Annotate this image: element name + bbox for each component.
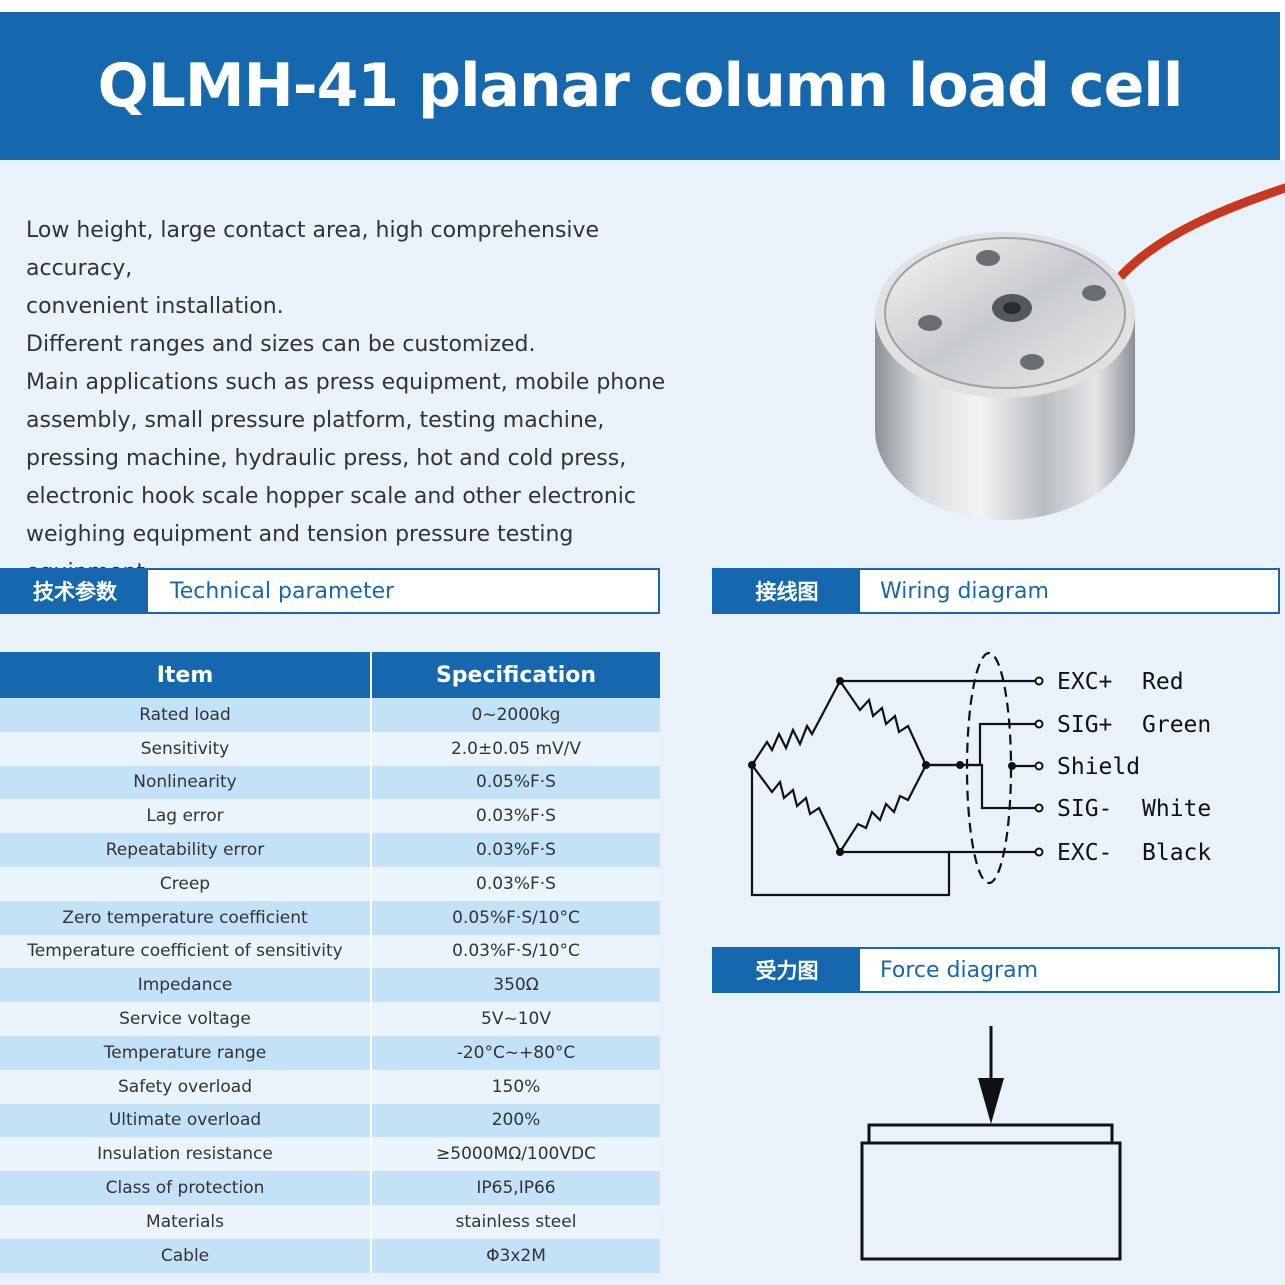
wire-signal-sig-plus: SIG+ <box>1057 712 1112 738</box>
title-banner: QLMH-41 planar column load cell <box>0 12 1280 160</box>
wiring-diagram: EXC+ Red SIG+ Green Shield SIG- White EX… <box>748 651 1211 897</box>
specification-cell: 200% <box>370 1103 660 1138</box>
item-cell: Temperature range <box>0 1035 371 1070</box>
item-cell: Insulation resistance <box>0 1137 371 1172</box>
column-header-specification: Specification <box>370 652 660 698</box>
specification-cell: 0.05%F·S/10°C <box>370 900 660 935</box>
item-cell: Impedance <box>0 968 371 1003</box>
intro-line: Different ranges and sizes can be custom… <box>26 332 536 357</box>
specification-cell: 2.0±0.05 mV/V <box>370 731 660 766</box>
specification-cell: 0~2000kg <box>370 698 660 732</box>
specification-cell: -20°C~+80°C <box>370 1035 660 1070</box>
specification-cell: 0.03%F·S <box>370 799 660 834</box>
specification-cell: 350Ω <box>370 968 660 1003</box>
item-cell: Repeatability error <box>0 833 371 867</box>
load-cell-product-image <box>875 183 1285 520</box>
wire-color-black: Black <box>1142 840 1211 866</box>
item-cell: Rated load <box>0 698 371 732</box>
item-cell: Cable <box>0 1238 371 1273</box>
wire-signal-exc-minus: EXC- <box>1057 840 1112 866</box>
load-cell-body <box>860 1141 1122 1261</box>
item-cell: Safety overload <box>0 1069 371 1104</box>
item-cell: Creep <box>0 866 371 901</box>
wire-color-red: Red <box>1142 669 1184 695</box>
intro-line: pressing machine, hydraulic press, hot a… <box>26 446 627 471</box>
resistor-top-right <box>839 680 927 766</box>
section-en-label: Wiring diagram <box>880 578 1049 604</box>
resistor-bottom-left <box>751 764 841 853</box>
section-en-label: Force diagram <box>880 957 1038 983</box>
specification-cell: IP65,IP66 <box>370 1171 660 1205</box>
force-arrow-head <box>978 1078 1004 1124</box>
item-cell: Ultimate overload <box>0 1103 371 1138</box>
section-en-label: Technical parameter <box>170 578 395 604</box>
specification-cell: Φ3x2M <box>370 1238 660 1273</box>
load-platen <box>867 1123 1114 1145</box>
item-cell: Temperature coefficient of sensitivity <box>0 934 371 969</box>
specification-cell: 150% <box>370 1069 660 1104</box>
section-zh-label: 技术参数 <box>2 570 148 612</box>
specification-cell: 0.05%F·S <box>370 765 660 800</box>
specification-cell: 0.03%F·S/10°C <box>370 934 660 969</box>
table-header-row: Item Specification <box>0 652 660 698</box>
force-diagram <box>860 1026 1122 1261</box>
intro-text: Low height, large contact area, high com… <box>26 212 706 592</box>
item-cell: Class of protection <box>0 1171 371 1205</box>
intro-line: weighing equipment and tension pressure … <box>26 522 574 585</box>
specification-cell: ≥5000MΩ/100VDC <box>370 1137 660 1172</box>
intro-line: convenient installation. <box>26 294 284 319</box>
wire-signal-sig-minus: SIG- <box>1057 796 1112 822</box>
specification-cell: stainless steel <box>370 1204 660 1239</box>
intro-line: assembly, small pressure platform, testi… <box>26 408 605 433</box>
item-cell: Service voltage <box>0 1002 371 1036</box>
specification-cell: 0.03%F·S <box>370 833 660 867</box>
table-row: Insulation resistance≥5000MΩ/100VDC <box>0 1137 660 1172</box>
resistor-bottom-right <box>839 764 927 853</box>
specification-cell: 0.03%F·S <box>370 866 660 901</box>
item-cell: Lag error <box>0 799 371 834</box>
table-row: Temperature range-20°C~+80°C <box>0 1035 660 1070</box>
section-zh-label: 受力图 <box>714 949 860 991</box>
technical-parameter-header: 技术参数 Technical parameter <box>0 568 660 614</box>
intro-line: Main applications such as press equipmen… <box>26 370 666 395</box>
intro-line: Low height, large contact area, high com… <box>26 218 600 281</box>
force-diagram-header: 受力图 Force diagram <box>712 947 1280 993</box>
wire-color-green: Green <box>1142 712 1211 738</box>
wire-color-white: White <box>1142 796 1211 822</box>
wiring-diagram-header: 接线图 Wiring diagram <box>712 568 1280 614</box>
wire-signal-exc-plus: EXC+ <box>1057 669 1112 695</box>
item-cell: Zero temperature coefficient <box>0 900 371 935</box>
intro-line: electronic hook scale hopper scale and o… <box>26 484 636 509</box>
specification-cell: 5V~10V <box>370 1002 660 1036</box>
section-zh-label: 接线图 <box>714 570 860 612</box>
page-title: QLMH-41 planar column load cell <box>97 51 1184 121</box>
column-header-item: Item <box>0 652 371 698</box>
item-cell: Materials <box>0 1204 371 1239</box>
wire-signal-shield: Shield <box>1057 754 1140 780</box>
item-cell: Sensitivity <box>0 731 371 766</box>
resistor-top-left <box>751 680 841 766</box>
item-cell: Nonlinearity <box>0 765 371 800</box>
